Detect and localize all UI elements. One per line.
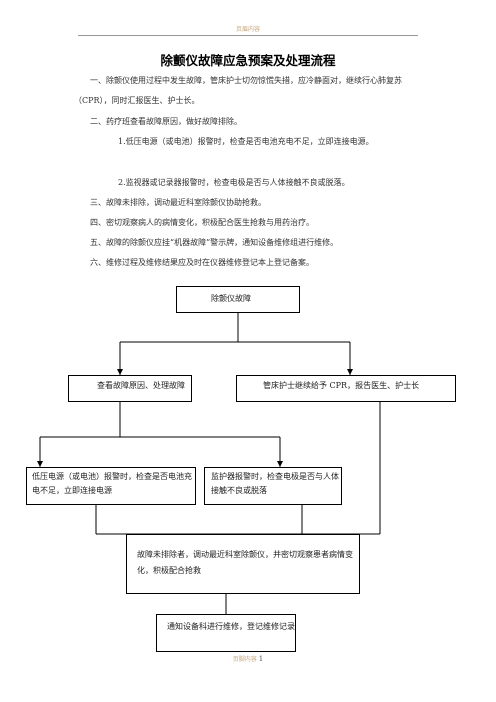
page-number: 1: [258, 655, 264, 663]
page-header: 页眉内容: [235, 26, 260, 33]
flow-box-low-power: 低压电源（或电池）报警时，检查是否电池充电不足，立即连接电源: [26, 467, 196, 505]
flow-box-continue-cpr: 管床护士继续给予 CPR，报告医生、护士长: [236, 375, 456, 402]
paragraph-2: 二、药疗班查看故障原因，做好故障排除。: [90, 117, 242, 126]
paragraph-5: 五、故障的除颤仪应挂“机器故障”警示牌，通知设备维修组进行维修。: [90, 238, 339, 247]
flow-box-monitor-alarm: 监护器报警时，检查电极是否与人体接触不良或脱落: [204, 467, 342, 505]
arrow-to-cpr: [347, 369, 353, 375]
paragraph-2-item-2: 2.监视器或记录器报警时，检查电极是否与人体接触不良或脱落。: [118, 178, 350, 187]
flow-box-start: 除颤仪故障: [176, 286, 300, 313]
paragraph-6: 六、维修过程及维修结果应及时在仪器维修登记本上登记备案。: [90, 258, 314, 267]
arrow-to-check: [117, 369, 123, 375]
paragraph-3: 三、故障未排除，调动最近科室除颤仪协助抢救。: [90, 198, 266, 207]
page-footer: 页脚内容 1: [0, 654, 496, 663]
paragraph-1: 一、除颤仪使用过程中发生故障，管床护士切勿惊慌失措，应冷静面对，继续行心肺复苏（…: [74, 76, 402, 105]
footer-text: 页脚内容: [232, 656, 257, 663]
paragraph-4: 四、密切观察病人的病情变化，积极配合医生抢救与用药治疗。: [90, 218, 314, 227]
flow-box-check-fault: 查看故障原因、处理故障: [68, 375, 192, 402]
arrow-to-monitor: [277, 461, 283, 467]
document-title: 除颤仪故障应急预案及处理流程: [160, 53, 336, 68]
header-rule: [78, 35, 418, 36]
paragraph-2-item-1: 1.低压电源（或电池）报警时，检查是否电池充电不足，立即连接电源。: [118, 137, 374, 146]
flow-box-repair: 通知设备科进行维修，登记维修记录: [156, 614, 296, 652]
arrow-to-lowpower: [37, 461, 43, 467]
flow-box-not-fixed: 故障未排除者，调动最近科室除颤仪，并密切观察患者病情变化，积极配合抢救: [126, 534, 360, 594]
